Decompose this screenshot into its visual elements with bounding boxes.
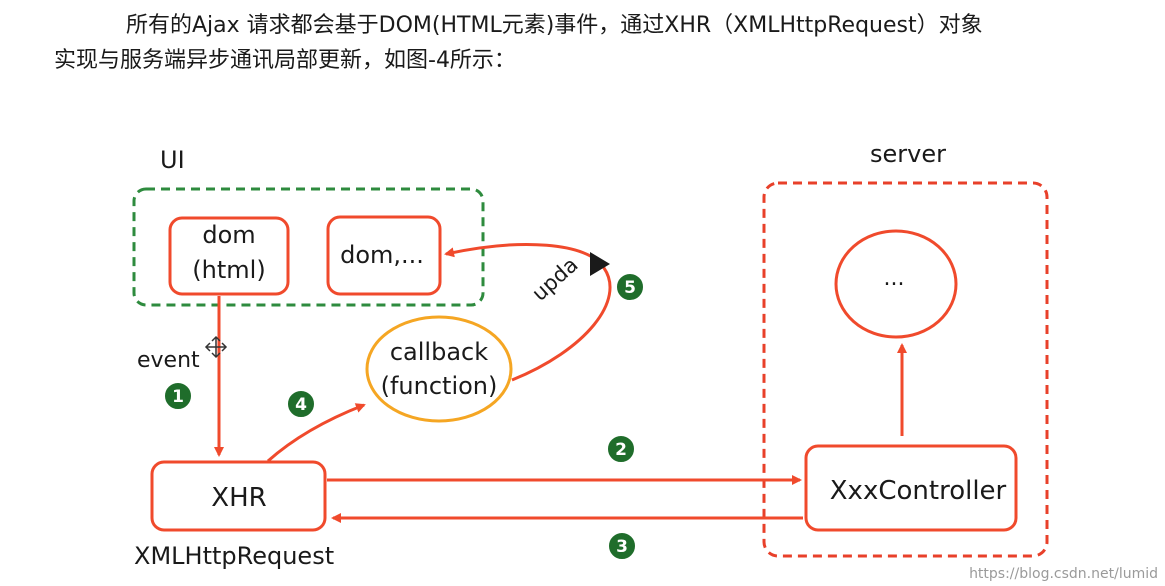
dom-other-box bbox=[326, 215, 442, 296]
update-label: upda bbox=[527, 253, 582, 306]
callback-label-line2: (function) bbox=[381, 372, 498, 400]
server-node bbox=[834, 229, 958, 339]
xhr-box bbox=[150, 460, 327, 532]
intro-paragraph: 所有的Ajax 请求都会基于DOM(HTML元素)事件，通过XHR（XMLHtt… bbox=[54, 8, 1144, 78]
step-badge-5: 5 bbox=[615, 272, 645, 302]
step-badge-4: 4 bbox=[286, 389, 316, 419]
step-badge-1-circle bbox=[163, 381, 193, 411]
dom-html-box bbox=[168, 216, 290, 296]
step-badge-2-number: 2 bbox=[615, 440, 627, 460]
callback-label-line1: callback bbox=[390, 338, 488, 366]
play-icon[interactable] bbox=[590, 252, 610, 276]
step-badge-2: 2 bbox=[606, 434, 636, 464]
step-badge-1-number: 1 bbox=[172, 387, 184, 407]
step-badge-3: 3 bbox=[607, 531, 637, 561]
controller-box bbox=[804, 444, 1018, 532]
server-node-label: ... bbox=[884, 266, 905, 291]
step-badge-1: 1 bbox=[163, 381, 193, 411]
step-badge-5-circle bbox=[615, 272, 645, 302]
intro-line-1: 所有的Ajax 请求都会基于DOM(HTML元素)事件，通过XHR（XMLHtt… bbox=[126, 13, 983, 38]
step-badge-3-number: 3 bbox=[616, 537, 628, 557]
callback-function-node bbox=[365, 315, 513, 423]
intro-line-2: 实现与服务端异步通讯局部更新，如图-4所示： bbox=[54, 48, 516, 73]
step-badge-4-number: 4 bbox=[295, 395, 307, 415]
watermark-url: https://blog.csdn.net/lumid bbox=[969, 566, 1158, 582]
step-badge-4-circle bbox=[286, 389, 316, 419]
step-badge-2-circle bbox=[606, 434, 636, 464]
step-badge-3-circle bbox=[607, 531, 637, 561]
step-badge-5-number: 5 bbox=[624, 278, 636, 298]
xhr-label: XHR bbox=[211, 483, 266, 513]
move-cursor-icon bbox=[204, 335, 228, 359]
ui-group-frame bbox=[132, 187, 485, 307]
event-label: event bbox=[137, 348, 200, 373]
controller-label: XxxController bbox=[830, 476, 1007, 506]
callback-to-dom-update-arrow bbox=[444, 243, 612, 382]
server-group-frame bbox=[762, 181, 1049, 558]
dom-html-label-line2: (html) bbox=[192, 256, 265, 284]
xhr-full-name-label: XMLHttpRequest bbox=[134, 542, 334, 570]
ui-group-label: UI bbox=[160, 146, 185, 174]
dom-other-label: dom,... bbox=[340, 241, 424, 269]
xhr-to-callback-arrow bbox=[267, 403, 366, 463]
server-group-label: server bbox=[870, 140, 946, 168]
dom-html-label-line1: dom bbox=[202, 221, 255, 249]
